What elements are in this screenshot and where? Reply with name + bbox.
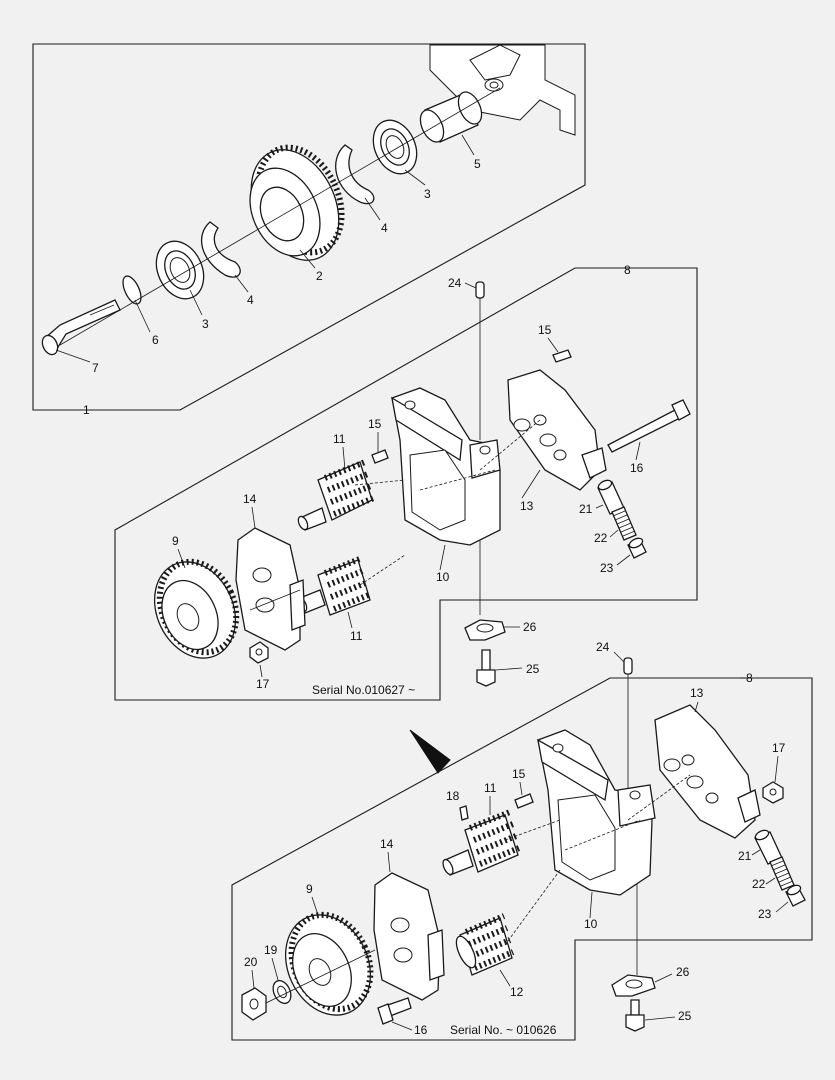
gear-shaft-11-upper-a <box>297 459 376 531</box>
label-17-upper: 17 <box>256 677 270 691</box>
label-11-upper-b: 11 <box>350 629 363 643</box>
dowel-pin-15-upper-right <box>552 349 572 363</box>
lock-washer-26-upper <box>464 619 506 641</box>
drive-gear-9-upper <box>153 558 240 659</box>
pump-body-10-lower <box>537 729 656 896</box>
pump-body-10-upper <box>391 387 501 546</box>
gear-cover-14-upper <box>235 527 306 651</box>
label-17-lower: 17 <box>772 741 786 755</box>
relief-valve-21-upper <box>597 479 625 515</box>
pump-cover-13-upper <box>507 369 607 491</box>
label-24-upper: 24 <box>448 276 462 290</box>
direction-arrow <box>409 729 451 774</box>
label-2: 2 <box>316 269 323 283</box>
label-9-lower: 9 <box>306 882 313 896</box>
label-13-lower: 13 <box>690 686 704 700</box>
label-26-lower: 26 <box>676 965 690 979</box>
label-14-upper: 14 <box>243 492 257 506</box>
spring-22-lower <box>769 856 795 891</box>
label-8-lower: 8 <box>746 671 753 685</box>
label-10-upper: 10 <box>436 570 450 584</box>
label-4-left: 4 <box>247 293 254 307</box>
label-25-upper: 25 <box>526 662 540 676</box>
label-5: 5 <box>474 157 481 171</box>
gear-12-lower <box>455 913 515 976</box>
circlip-4-right <box>335 144 375 205</box>
label-1: 1 <box>83 403 90 417</box>
label-10-lower: 10 <box>584 917 598 931</box>
label-25-lower: 25 <box>678 1009 692 1023</box>
label-7: 7 <box>92 361 99 375</box>
bolt-7 <box>41 299 121 356</box>
label-21-upper: 21 <box>579 502 593 516</box>
label-16-lower: 16 <box>414 1023 428 1037</box>
gear-shaft-11-lower <box>442 809 521 876</box>
label-3-left: 3 <box>202 317 209 331</box>
upper-pump-frame <box>114 267 698 701</box>
bolt-25-lower <box>625 999 645 1032</box>
drive-gear-9-lower <box>284 911 374 1016</box>
lower-pump-callouts: 8 24 13 17 11 15 18 14 21 22 23 9 10 19 … <box>244 640 789 1037</box>
bearing-3-right <box>372 119 418 175</box>
dowel-pin-15-lower <box>514 793 534 809</box>
gear-shaft-11-upper-b <box>296 555 373 616</box>
label-15-upper-right: 15 <box>538 323 552 337</box>
bearing-3-left <box>155 240 205 300</box>
upper-pump-callouts: 8 24 15 15 11 14 9 13 16 21 22 23 10 11 … <box>172 263 644 697</box>
label-3-right: 3 <box>424 187 431 201</box>
helical-gear-2 <box>249 144 345 261</box>
assembly-1-callouts: 7 6 3 4 2 4 3 5 1 <box>55 134 481 417</box>
label-19-lower: 19 <box>264 943 278 957</box>
bolt-25-upper <box>476 649 496 687</box>
label-20-lower: 20 <box>244 955 258 969</box>
circlip-4-left <box>201 221 241 278</box>
label-11-lower: 11 <box>484 781 497 795</box>
pump-cover-13-lower <box>654 704 761 839</box>
snap-ring-6 <box>122 275 142 305</box>
washer-19-lower <box>272 979 292 1005</box>
label-8-upper: 8 <box>624 263 631 277</box>
nut-17-lower <box>762 781 784 804</box>
label-13-upper: 13 <box>520 499 534 513</box>
label-22-lower: 22 <box>752 877 766 891</box>
label-23-upper: 23 <box>600 561 614 575</box>
dowel-pin-15-upper-left <box>371 449 389 464</box>
plug-23-upper <box>627 537 647 559</box>
assembly-1-frame <box>32 43 586 411</box>
label-16-upper: 16 <box>630 461 644 475</box>
engine-housing-fragment <box>429 44 576 136</box>
label-24-lower: 24 <box>596 640 610 654</box>
label-6: 6 <box>152 333 159 347</box>
nut-17-upper <box>249 641 269 664</box>
bolt-16-lower <box>377 997 412 1025</box>
label-15-upper-left: 15 <box>368 417 382 431</box>
label-23-lower: 23 <box>758 907 772 921</box>
label-26-upper: 26 <box>523 620 537 634</box>
label-12-lower: 12 <box>510 985 524 999</box>
label-21-lower: 21 <box>738 849 752 863</box>
gear-cover-14-lower <box>373 872 445 1001</box>
spring-22-upper <box>611 506 637 541</box>
label-18-lower: 18 <box>446 789 460 803</box>
lower-pump-frame <box>231 677 813 1041</box>
serial-number-lower: Serial No. ~ 010626 <box>450 1023 557 1037</box>
label-11-upper-a: 11 <box>333 432 346 446</box>
label-15-lower: 15 <box>512 767 526 781</box>
plug-23-lower <box>785 884 806 907</box>
lock-washer-26-lower <box>611 974 656 997</box>
bushing-5 <box>419 91 483 143</box>
label-4-right: 4 <box>381 221 388 235</box>
nut-20-lower <box>241 987 267 1021</box>
label-22-upper: 22 <box>594 531 608 545</box>
serial-number-upper: Serial No.010627 ~ <box>312 683 415 697</box>
label-9-upper: 9 <box>172 534 179 548</box>
label-14-lower: 14 <box>380 837 394 851</box>
bolt-16-upper <box>607 399 691 461</box>
pin-18-lower <box>459 805 469 821</box>
